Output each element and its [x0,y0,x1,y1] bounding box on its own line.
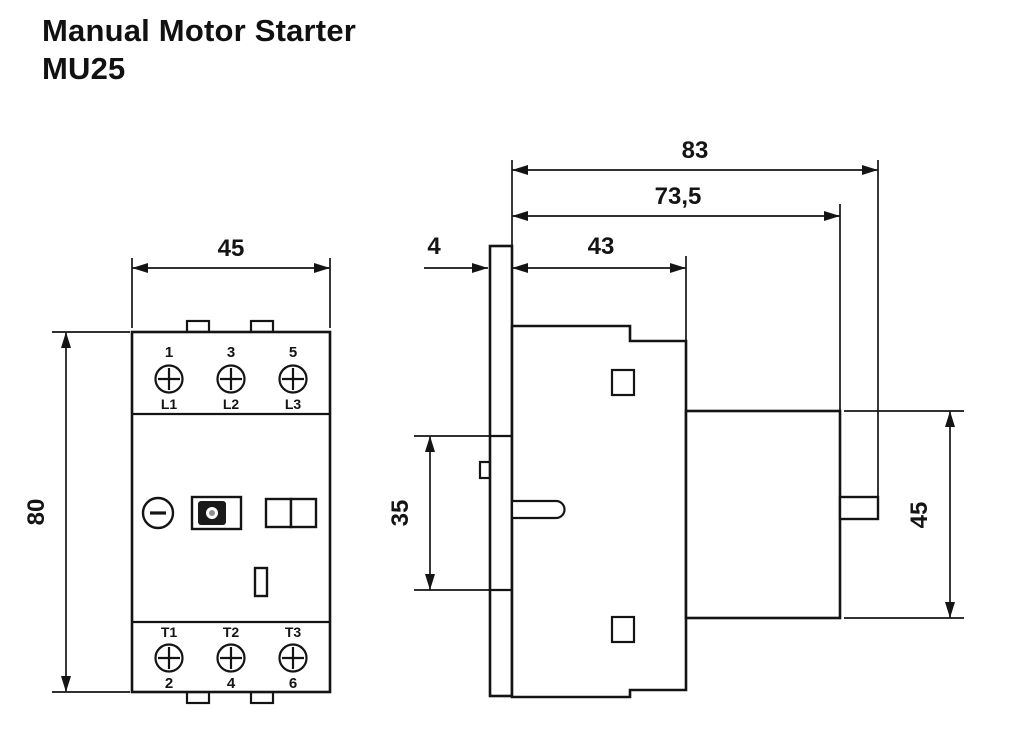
top-tab [249,319,275,334]
housing-depth-label: 43 [588,233,615,260]
terminal-number: 4 [227,675,236,692]
bottom-tab [249,690,275,705]
terminal-top-1: 1 L1 [154,344,184,412]
front-width-dimension: 45 [131,235,331,328]
terminal-number: 5 [289,344,297,361]
terminal-bottom-6: T3 6 [278,624,308,692]
screw-cross-icon [220,647,242,669]
front-depth-label: 73,5 [655,183,702,210]
din-recess-label: 35 [387,500,414,527]
terminal-top-3: 3 L2 [216,344,246,412]
side-view-drawing: 83 73,5 4 43 35 [387,137,964,699]
terminal-number: 2 [165,675,173,692]
mounting-plate [488,244,514,698]
terminal-number: 3 [227,344,235,361]
side-body [478,244,880,699]
front-terminals-top: 1 L1 3 L2 5 L3 [154,344,308,412]
terminal-label: L3 [285,396,302,412]
din-rail-recess-lines [490,434,512,592]
screw-cross-icon [220,368,242,390]
terminal-number: 6 [289,675,297,692]
switch-button-right [289,497,318,529]
terminal-label: L1 [161,396,178,412]
din-clip-hook [478,460,492,480]
front-height-label: 80 [23,499,50,526]
front-terminals-bottom: T1 2 T2 4 T3 6 [154,624,308,692]
page-title: Manual Motor Starter [42,13,357,48]
product-model: MU25 [42,50,126,86]
screw-cross-icon [282,368,304,390]
side-front-depth-dimension: 73,5 [512,183,841,411]
terminal-number: 1 [165,344,173,361]
terminal-bottom-2: T1 2 [154,624,184,692]
top-tab [185,319,211,334]
side-front-height-dimension: 45 [844,410,964,619]
front-module [684,409,842,620]
screw-cross-icon [158,647,180,669]
switch-knob [838,495,880,521]
front-height-label: 45 [906,502,933,529]
front-controls [141,495,318,598]
screw-cross-icon [158,368,180,390]
side-housing-outline [510,324,688,699]
bottom-tab [185,690,211,705]
screw-cross-icon [282,647,304,669]
switch-button-left [264,497,293,529]
plate-thickness-label: 4 [427,233,441,260]
front-width-label: 45 [218,235,245,262]
terminal-label: T3 [285,624,302,640]
title-block: Manual Motor Starter MU25 [42,12,356,88]
din-clip-pin [510,499,566,520]
mounting-hole-bottom [610,615,636,644]
terminal-top-5: 5 L3 [278,344,308,412]
side-plate-and-housing-dimension: 4 43 [424,233,687,341]
side-din-recess-dimension: 35 [387,435,490,591]
terminal-label: L2 [223,396,240,412]
side-overall-depth-dimension: 83 [511,137,879,497]
reset-button-center [209,510,215,516]
front-view-drawing: 45 80 1 [23,235,332,705]
mounting-hole-top [610,368,636,397]
terminal-bottom-4: T2 4 [216,624,246,692]
front-height-dimension: 80 [23,331,130,693]
indicator-window [253,566,269,598]
terminal-label: T1 [161,624,178,640]
overall-depth-label: 83 [682,137,709,164]
terminal-label: T2 [223,624,240,640]
